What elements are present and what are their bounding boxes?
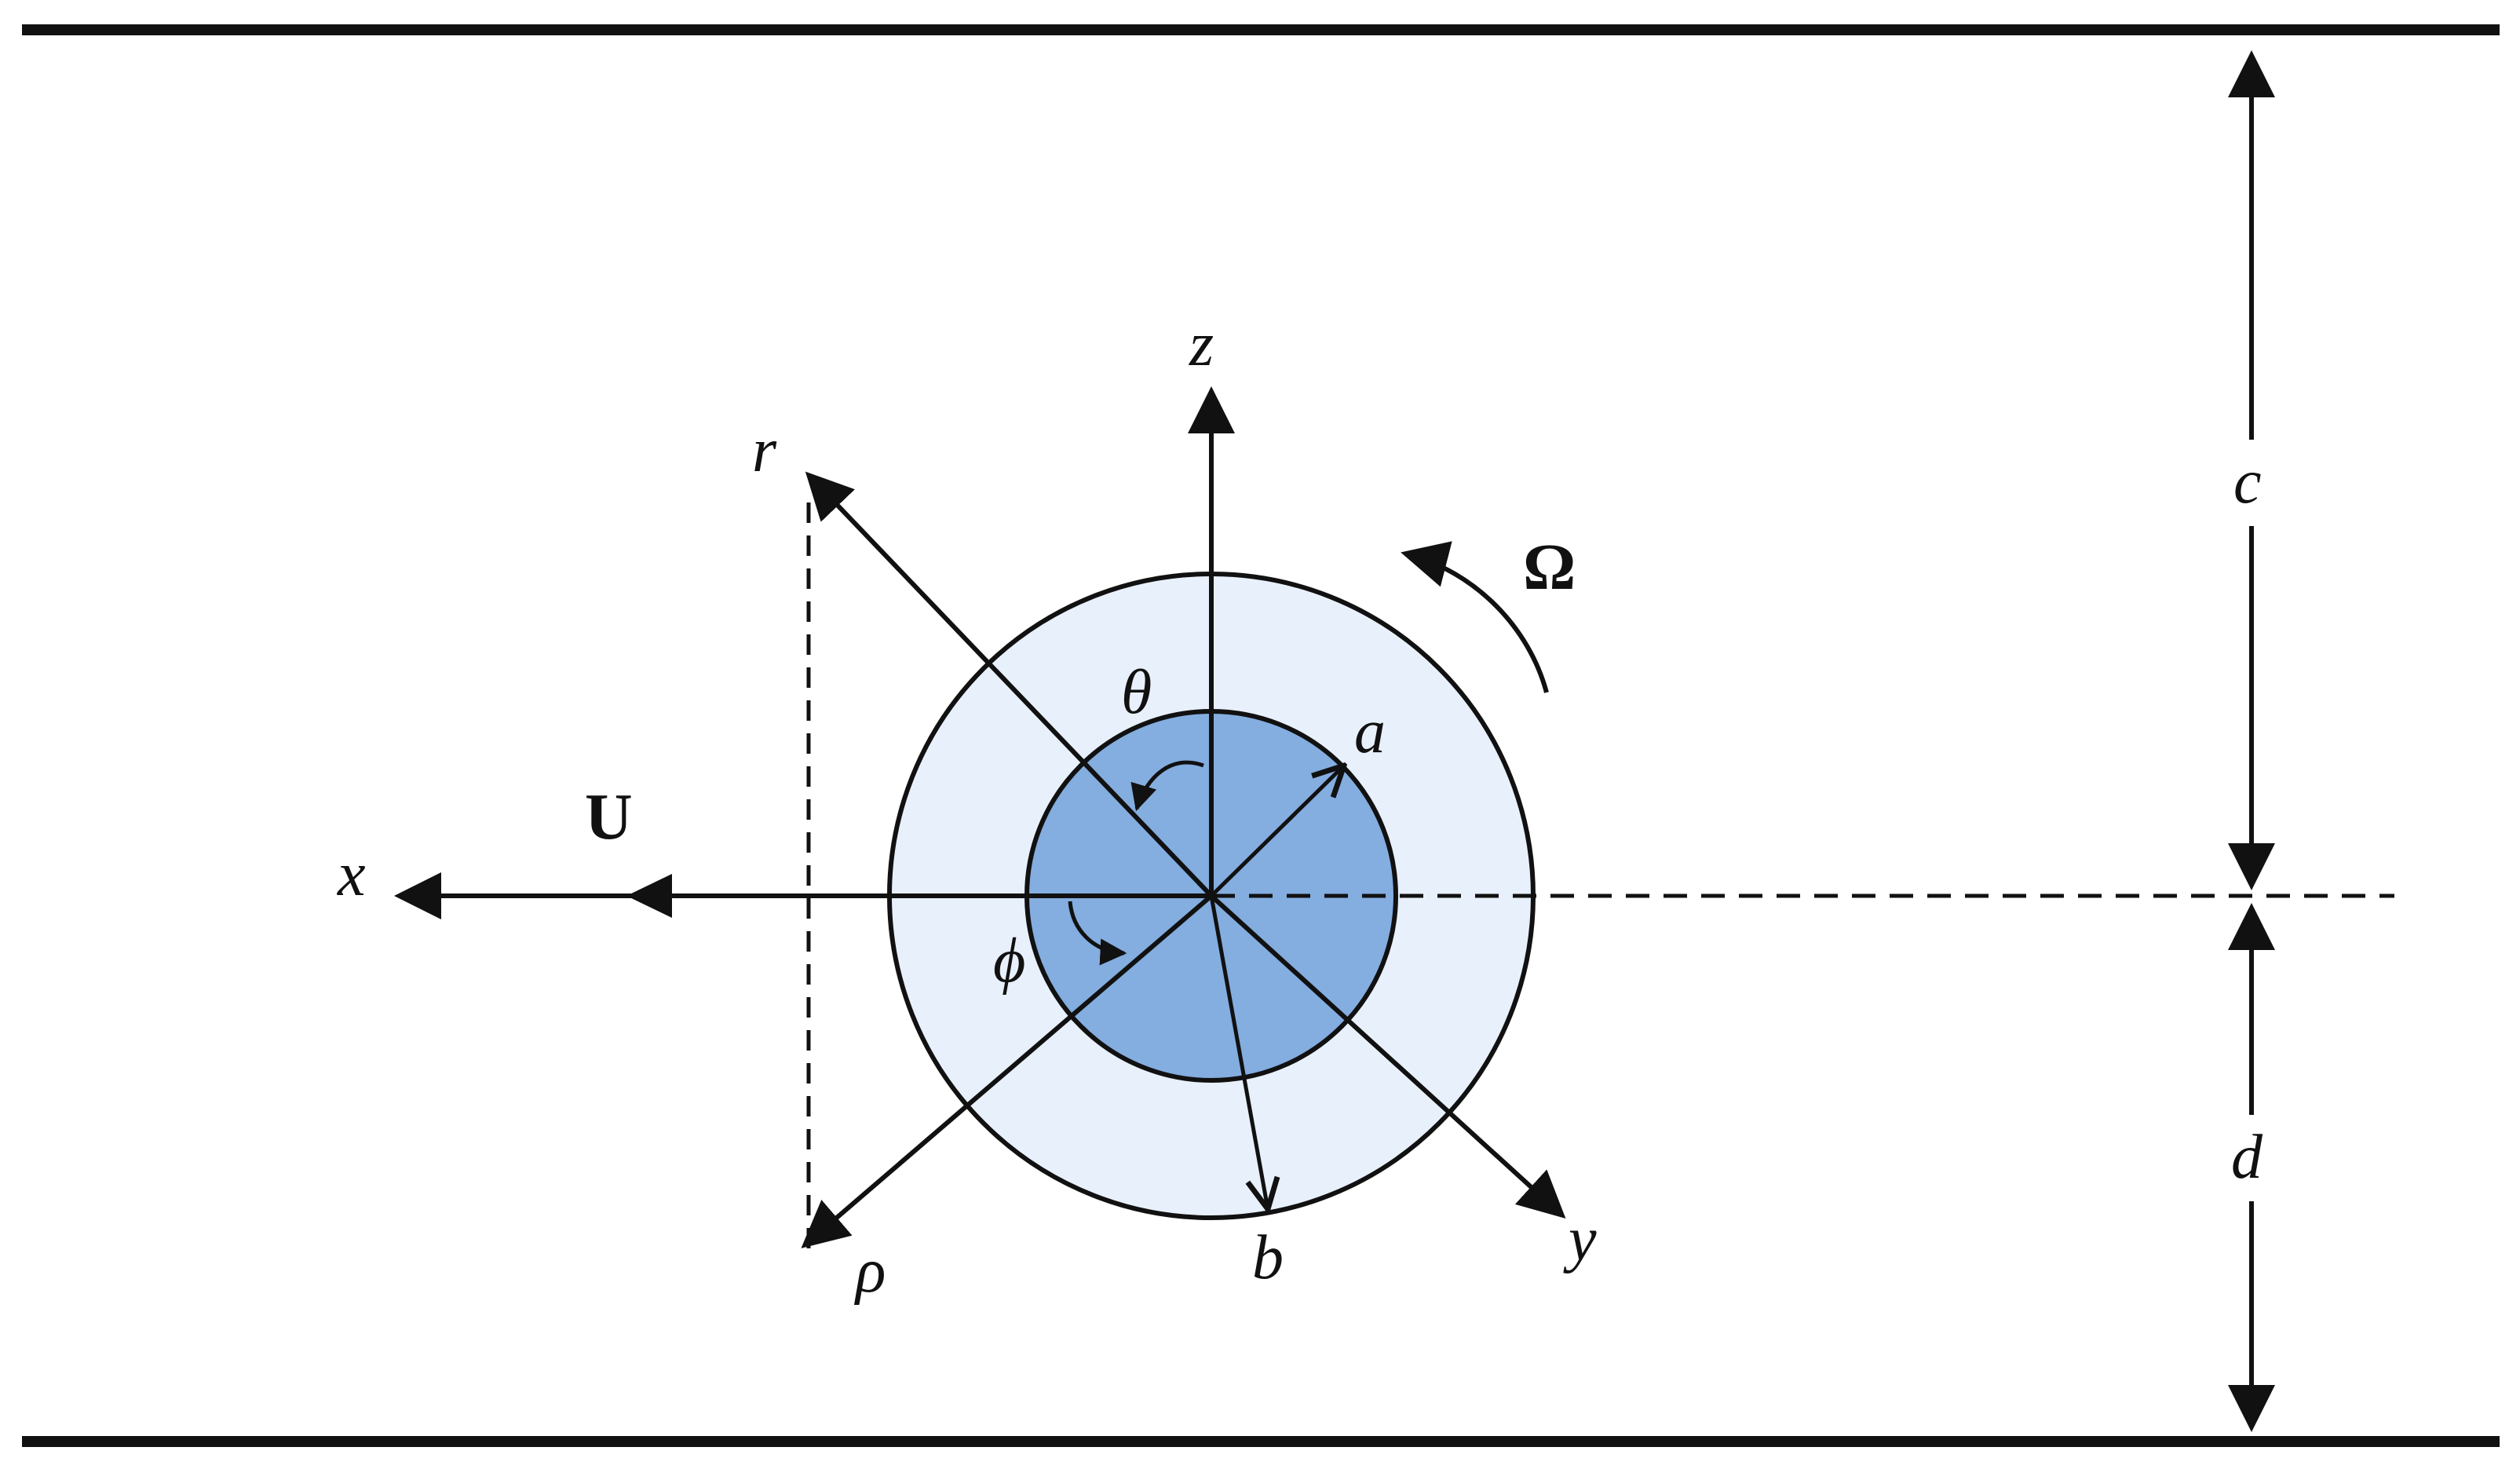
radius-a-label: a bbox=[1354, 697, 1386, 766]
gap-d-label-bg bbox=[2226, 1115, 2277, 1201]
theta-arc bbox=[1130, 760, 1204, 812]
angle-phi-label: ϕ bbox=[993, 926, 1025, 996]
coord-rho-label: ρ bbox=[853, 1237, 886, 1306]
phi-arc bbox=[1068, 901, 1127, 966]
gap-c-label: c bbox=[2233, 448, 2262, 517]
gap-c-label-bg bbox=[2226, 440, 2277, 526]
y-axis bbox=[1209, 893, 1566, 1219]
angle-theta-label: θ bbox=[1121, 658, 1152, 727]
rotation-arc bbox=[1401, 541, 1549, 693]
axis-z-label: z bbox=[1189, 310, 1214, 379]
radius-b-label: b bbox=[1252, 1223, 1284, 1292]
rotation-label: Ω bbox=[1523, 531, 1576, 604]
radius-a-arrow bbox=[1210, 766, 1344, 897]
rho-axis bbox=[801, 893, 1213, 1248]
r-axis bbox=[805, 471, 1214, 898]
velocity-label: U bbox=[585, 780, 633, 853]
coord-r-label: r bbox=[752, 416, 777, 485]
velocity-arrowhead bbox=[626, 874, 672, 918]
gap-d-label: d bbox=[2231, 1123, 2263, 1192]
axis-y-label: y bbox=[1563, 1205, 1597, 1274]
axis-x-label: x bbox=[337, 840, 366, 909]
radius-b-arrow bbox=[1209, 895, 1268, 1209]
